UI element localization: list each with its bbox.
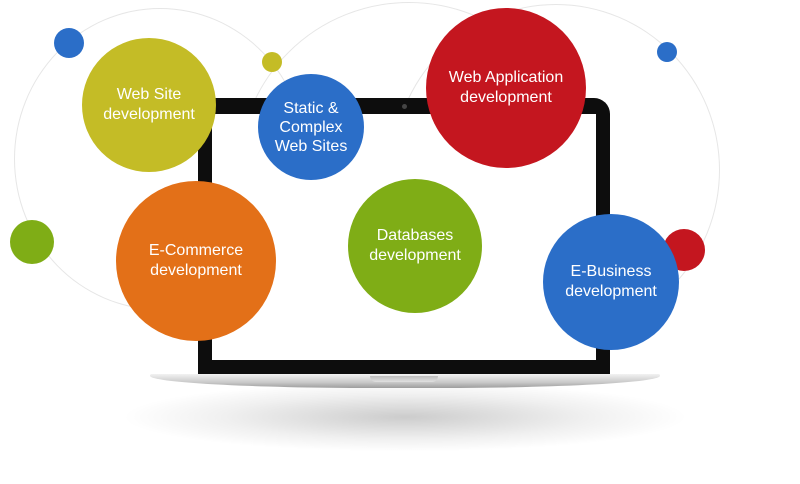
bubble-label-line1: E-Business <box>570 263 652 280</box>
bubble-label-line1: Web Application <box>448 69 564 86</box>
bubble-label-line2: development <box>103 106 195 123</box>
bubble-web-application-development: Web Application development <box>426 8 586 168</box>
bubble-e-commerce-development: E-Commerce development <box>116 181 276 341</box>
bubble-label-line2: development <box>369 247 461 264</box>
bubble-label-line1: Web Site <box>116 86 182 103</box>
dot-blue-topright <box>657 42 677 62</box>
bubble-databases-development: Databases development <box>348 179 482 313</box>
bubble-label-line2: development <box>460 89 552 106</box>
bubble-label-line3: Web Sites <box>274 137 348 155</box>
dot-blue-topleft <box>54 28 84 58</box>
bubble-static-complex-web-sites: Static & Complex Web Sites <box>258 74 364 180</box>
laptop-shadow <box>120 382 690 452</box>
bubble-label-line1: Static & <box>283 99 339 117</box>
dot-green-left <box>10 220 54 264</box>
dot-olive-small <box>262 52 282 72</box>
bubble-e-business-development: E-Business development <box>543 214 679 350</box>
bubble-label-line1: Databases <box>376 227 454 244</box>
bubble-label-line2: Complex <box>279 118 343 136</box>
bubble-label-line2: development <box>565 283 657 300</box>
bubble-web-site-development: Web Site development <box>82 38 216 172</box>
bubble-label-line1: E-Commerce <box>148 242 244 259</box>
laptop-camera <box>402 104 407 109</box>
laptop-notch <box>370 376 438 382</box>
bubble-label-line2: development <box>150 262 242 279</box>
